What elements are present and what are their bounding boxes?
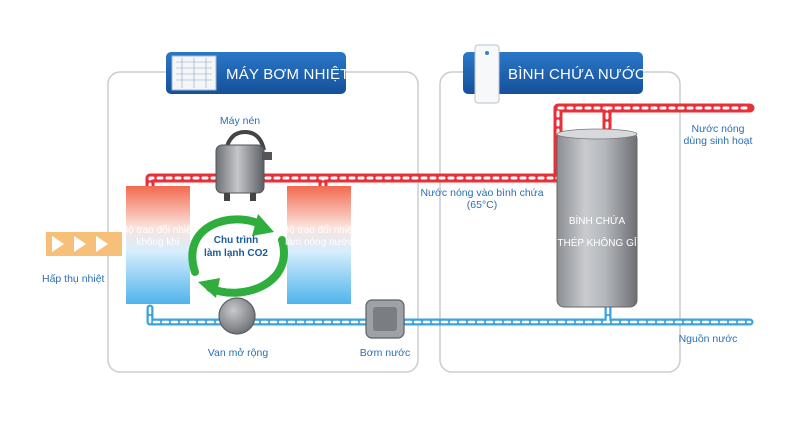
water-exchanger-label-2: làm nóng nước <box>285 237 353 248</box>
hot-water-out-label-1: Nước nóng <box>691 123 744 135</box>
air-exchanger-label-2: không khí <box>136 237 180 248</box>
stainless-steel-tank <box>556 128 638 308</box>
cycle-label-1: Chu trình <box>214 235 258 246</box>
hot-pipe <box>145 103 755 193</box>
heat-pump-title-bar: MÁY BƠM NHIỆT <box>166 52 350 94</box>
absorb-heat-label: Hấp thụ nhiệt <box>42 273 105 285</box>
hot-water-in-label-2: (65°C) <box>467 199 497 211</box>
water-pump <box>365 299 405 339</box>
water-tank-title: BÌNH CHỨA NƯỚC <box>508 66 646 83</box>
water-tank-title-bar: BÌNH CHỨA NƯỚC <box>463 44 646 104</box>
water-exchanger-label-1: Bộ trao đổi nhiệt <box>283 224 356 236</box>
water-pump-label: Bơm nước <box>360 347 411 359</box>
tank-label-2: THÉP KHÔNG GỈ <box>557 236 636 249</box>
hot-water-in-label-1: Nước nóng vào bình chứa <box>420 187 543 199</box>
tank-label-1: BÌNH CHỨA <box>569 214 626 227</box>
water-tank-icon <box>474 44 500 104</box>
compressor-label: Máy nén <box>220 115 260 127</box>
water-source-label: Nguồn nước <box>679 333 738 345</box>
co2-cycle-arrow-icon <box>188 214 288 298</box>
heat-absorb-arrows-icon <box>46 232 122 256</box>
cycle-label-2: làm lạnh CO2 <box>204 248 268 259</box>
air-heat-exchanger <box>126 186 190 304</box>
compressor <box>215 129 272 201</box>
hot-water-out-label-2: dùng sinh hoạt <box>684 135 753 147</box>
expansion-valve-label: Van mở rộng <box>208 347 269 359</box>
water-heat-exchanger <box>287 186 351 304</box>
heat-pump-title: MÁY BƠM NHIỆT <box>226 66 350 83</box>
air-exchanger-label-1: Bộ trao đổi nhiệt <box>122 224 195 236</box>
expansion-valve <box>218 297 256 335</box>
